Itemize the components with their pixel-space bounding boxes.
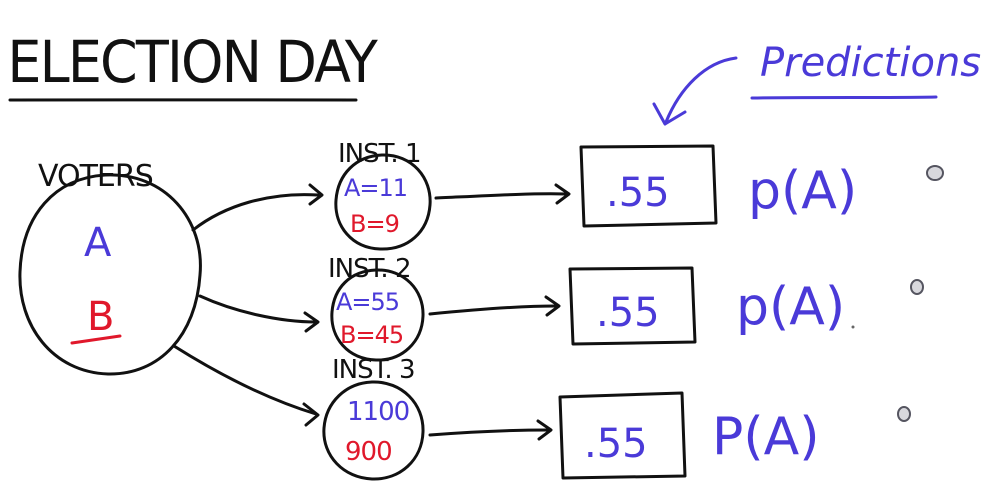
arrow-voters-to-inst-2 bbox=[198, 294, 318, 324]
voters-option-b: B bbox=[87, 294, 114, 340]
predictions-pointer-arrow bbox=[664, 56, 738, 124]
arrow-inst-1-to-prediction bbox=[434, 192, 568, 200]
prediction-2-value: .55 bbox=[596, 290, 660, 336]
predictions-underline bbox=[750, 95, 938, 100]
prediction-2-label: p(A) bbox=[736, 277, 845, 337]
prediction-3-label: P(A) bbox=[712, 407, 820, 467]
instance-2-label: INST. 2 bbox=[328, 254, 411, 284]
prediction-1-dot bbox=[926, 165, 944, 181]
instance-1-b-count: B=9 bbox=[350, 210, 399, 238]
instance-1-a-count: A=11 bbox=[344, 174, 407, 202]
prediction-3-box bbox=[558, 391, 687, 480]
instance-2-b-count: B=45 bbox=[340, 321, 403, 349]
diagram-title: ELECTION DAY bbox=[7, 29, 378, 96]
instance-3-b-count: 900 bbox=[345, 437, 392, 467]
arrowhead-inst-2 bbox=[303, 311, 320, 333]
instance-3-circle bbox=[322, 380, 425, 481]
prediction-1-value: .55 bbox=[606, 170, 670, 216]
prediction-3-dot bbox=[897, 406, 911, 422]
arrow-inst-2-to-prediction bbox=[428, 304, 558, 316]
arrowhead-prediction-3 bbox=[536, 419, 553, 441]
voters-option-a: A bbox=[84, 220, 112, 266]
arrowhead-inst-1 bbox=[308, 183, 324, 206]
arrowhead-inst-3 bbox=[302, 402, 320, 427]
instance-2-circle bbox=[330, 268, 425, 362]
prediction-1-label: p(A) bbox=[748, 161, 857, 221]
option-b-underline bbox=[70, 334, 122, 345]
instance-2-a-count: A=55 bbox=[336, 288, 399, 316]
instance-1-circle bbox=[334, 153, 432, 251]
arrow-voters-to-inst-1 bbox=[191, 193, 320, 232]
arrow-inst-3-to-prediction bbox=[428, 428, 550, 437]
arrowhead-prediction-1 bbox=[554, 183, 571, 205]
instance-3-a-count: 1100 bbox=[347, 397, 409, 427]
arrowhead-prediction-2 bbox=[544, 295, 561, 317]
predictions-arrow-head bbox=[652, 102, 687, 126]
instance-3-label: INST. 3 bbox=[332, 355, 415, 385]
stray-mark bbox=[851, 325, 855, 329]
prediction-1-box bbox=[579, 144, 718, 228]
arrow-voters-to-inst-3 bbox=[172, 344, 318, 416]
voters-circle bbox=[18, 173, 202, 376]
prediction-2-dot bbox=[910, 279, 924, 295]
prediction-2-box bbox=[568, 266, 697, 346]
predictions-heading: Predictions bbox=[760, 40, 981, 86]
prediction-3-value: .55 bbox=[584, 421, 648, 467]
